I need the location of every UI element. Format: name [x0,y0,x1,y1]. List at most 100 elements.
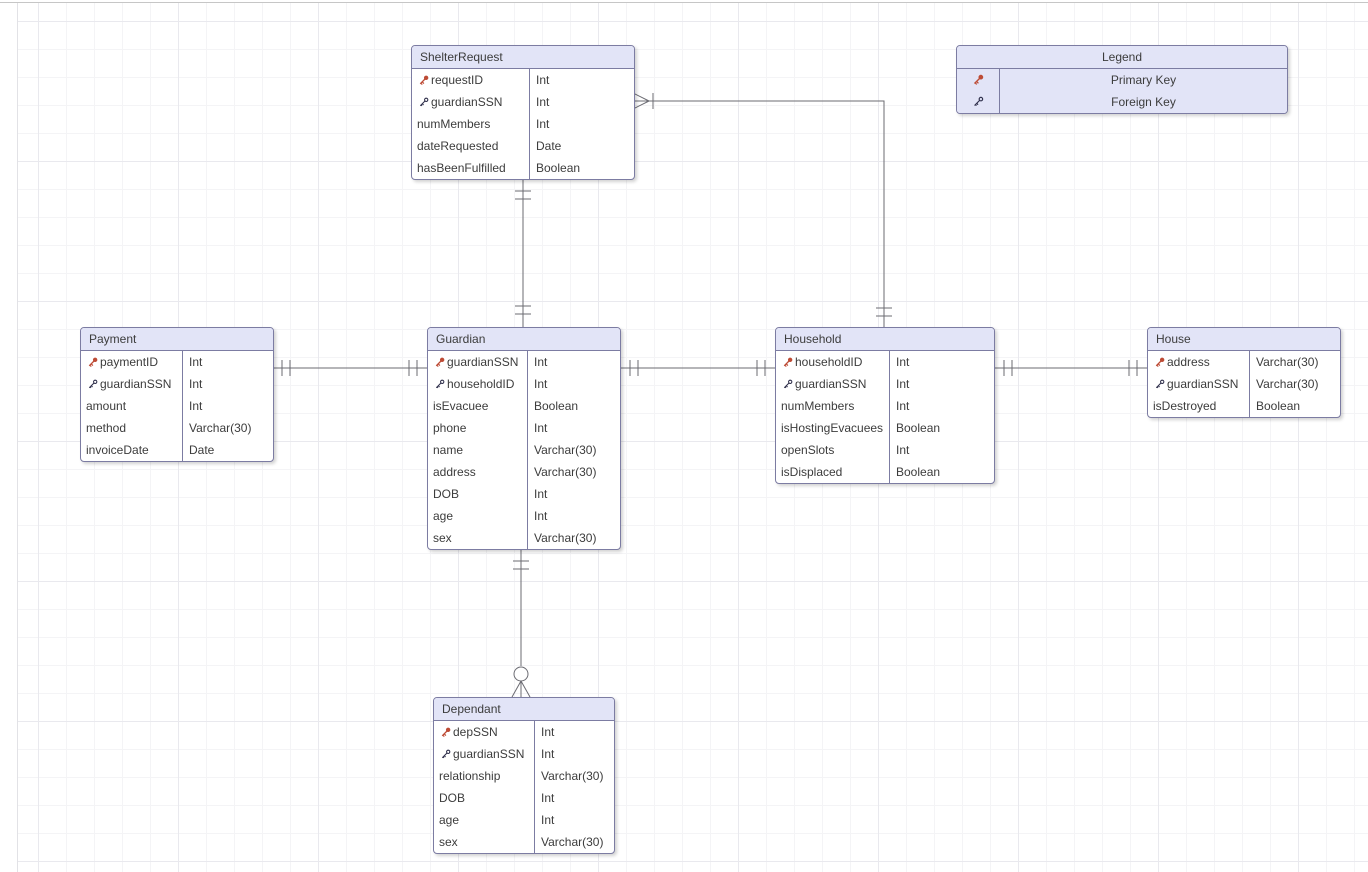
column-type: Varchar(30) [541,769,604,783]
column-name: sex [433,531,452,545]
column-type: Int [896,355,910,369]
table-guardian[interactable]: Guardian guardianSSN Int householdID Int isEv… [427,327,621,550]
column-name: depSSN [453,725,498,739]
table-title[interactable]: Household [776,328,994,351]
column-name: phone [433,421,467,435]
table-title[interactable]: Guardian [428,328,620,351]
table-row[interactable]: isEvacuee Boolean [428,395,620,417]
relationship-guardian-dependant[interactable] [511,548,531,698]
table-row[interactable]: householdID Int [428,373,620,395]
column-name: DOB [439,791,466,805]
column-type: Int [534,487,548,501]
column-type: Int [896,399,910,413]
column-type: Boolean [534,399,579,413]
column-name: address [433,465,476,479]
column-name: guardianSSN [795,377,867,391]
table-row[interactable]: dateRequested Date [412,135,634,157]
column-name: guardianSSN [447,355,519,369]
column-name: numMembers [417,117,491,131]
column-type: Int [189,399,203,413]
primary-key-icon [419,75,429,85]
table-row[interactable]: householdID Int [776,351,994,373]
table-row[interactable]: numMembers Int [412,113,634,135]
column-name: dateRequested [417,139,499,153]
legend-label: Primary Key [1110,73,1177,87]
column-type: Int [541,791,555,805]
table-row[interactable]: DOB Int [434,787,614,809]
column-type: Date [536,139,562,153]
column-name: relationship [439,769,501,783]
column-type: Boolean [896,421,941,435]
page-boundary-left [17,3,18,872]
column-name: address [1167,355,1210,369]
foreign-key-icon [419,97,429,106]
primary-key-icon [441,727,451,737]
column-type: Int [541,747,555,761]
column-name: method [86,421,127,435]
table-row[interactable]: depSSN Int [434,721,614,743]
column-name: householdID [795,355,863,369]
column-type: Date [189,443,215,457]
column-type: Varchar(30) [1256,355,1319,369]
table-title[interactable]: ShelterRequest [412,46,634,69]
column-type: Varchar(30) [189,421,252,435]
relationship-household-house[interactable] [993,360,1147,376]
relationship-shelterrequest-household[interactable] [632,92,892,327]
column-name: isEvacuee [433,399,489,413]
column-name: hasBeenFulfilled [417,161,506,175]
column-type: Int [536,117,550,131]
relationship-payment-guardian[interactable] [272,360,427,376]
column-type: Int [534,377,548,391]
legend-icon-cell [957,91,1000,113]
column-name: isDisplaced [781,465,843,479]
column-type: Int [896,443,910,457]
column-type: Int [541,725,555,739]
table-title[interactable]: House [1148,328,1340,351]
table-row[interactable]: relationship Varchar(30) [434,765,614,787]
relationship-guardian-household[interactable] [619,360,775,376]
column-type: Boolean [1256,399,1301,413]
table-title[interactable]: Dependant [434,698,614,721]
column-name: name [433,443,464,457]
column-type: Int [534,355,548,369]
foreign-key-icon [783,379,793,388]
table-row[interactable]: guardianSSN Int [428,351,620,373]
relationship-shelterrequest-guardian[interactable] [515,178,531,327]
column-name: sex [439,835,458,849]
table-row[interactable]: method Varchar(30) [81,417,273,439]
table-title[interactable]: Payment [81,328,273,351]
column-name: householdID [447,377,515,391]
table-row[interactable]: address Varchar(30) [1148,351,1340,373]
legend-label: Foreign Key [1111,95,1176,109]
diagram-canvas[interactable] [17,3,1368,872]
